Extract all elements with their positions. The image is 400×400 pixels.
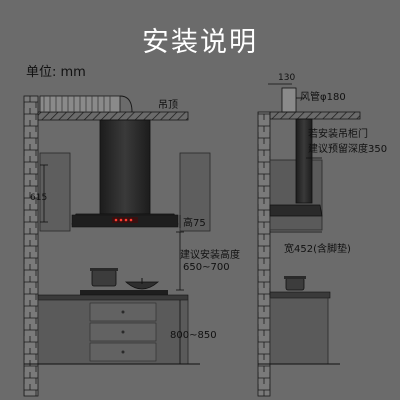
hood-indicator bbox=[114, 218, 118, 222]
lower-cabinet-right bbox=[269, 297, 329, 365]
page-title: 安装说明 bbox=[142, 27, 258, 58]
dim-gap-75: 高75 bbox=[183, 216, 206, 229]
dim-top-130: 130 bbox=[278, 73, 295, 83]
pot-right bbox=[285, 277, 305, 291]
counter-height: 800~850 bbox=[170, 330, 217, 341]
install-height-label: 建议安装高度 bbox=[180, 248, 240, 261]
duct-right bbox=[281, 87, 297, 113]
hood-side-body bbox=[269, 204, 323, 217]
ceiling-label: 吊顶 bbox=[158, 99, 178, 111]
stove bbox=[80, 290, 168, 295]
cabinet-note-2: 建议预留深度350 bbox=[308, 142, 387, 155]
depth-label: 宽452(含脚垫) bbox=[284, 242, 351, 255]
left-wall bbox=[23, 95, 39, 397]
countertop bbox=[37, 294, 189, 301]
upper-cabinet-right bbox=[179, 152, 211, 232]
countertop-right bbox=[269, 291, 331, 299]
pot-left bbox=[91, 269, 117, 287]
left-view: 吊顶 399 615 高75 bbox=[23, 95, 240, 397]
duct-label: 风管φ180 bbox=[300, 90, 346, 103]
dim-height-615: 615 bbox=[30, 193, 47, 203]
unit-label: 单位: mm bbox=[26, 65, 86, 80]
install-height-value: 650~700 bbox=[183, 262, 230, 273]
right-wall bbox=[257, 111, 271, 397]
hood-chimney bbox=[99, 119, 151, 215]
right-view: 130 风管φ180 若安装吊柜门 建议预留深度350 宽452(含脚垫) bbox=[257, 73, 387, 397]
upper-cabinet-left bbox=[39, 152, 71, 232]
ceiling-slab bbox=[37, 111, 189, 121]
chimney-side bbox=[295, 118, 313, 204]
cabinet-note-1: 若安装吊柜门 bbox=[308, 127, 368, 140]
wok-right bbox=[124, 281, 160, 290]
